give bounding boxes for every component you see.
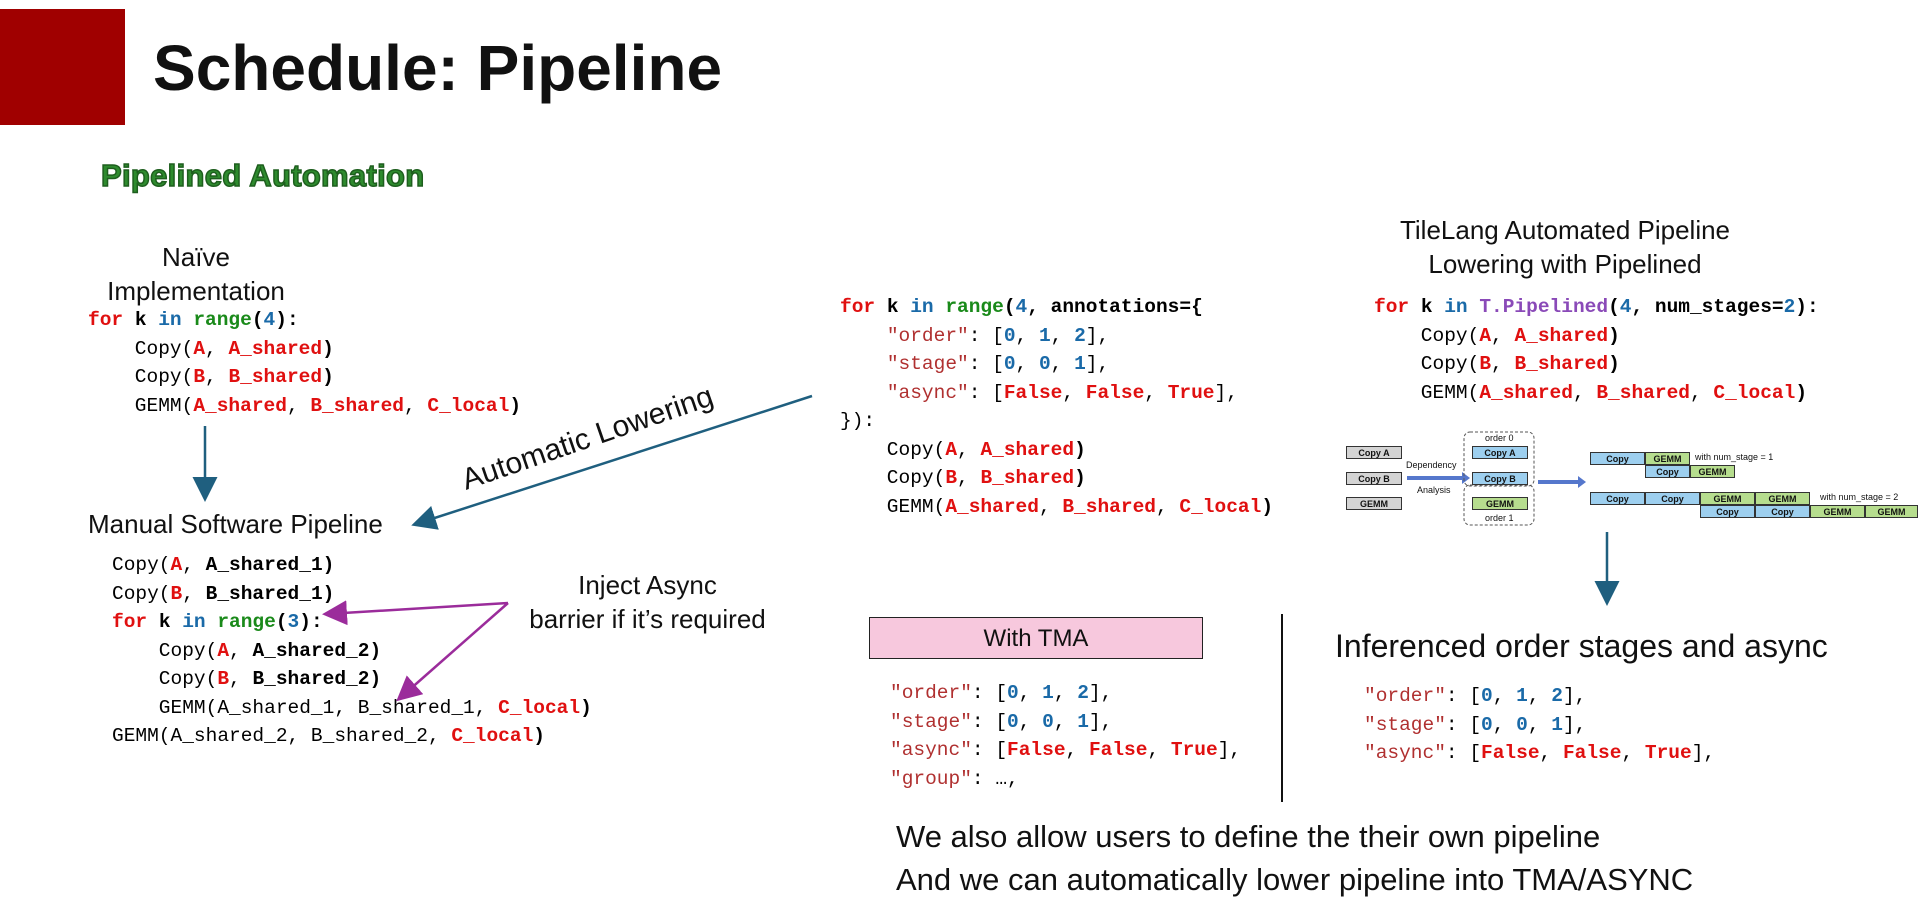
diag-arrows [1407, 431, 1586, 526]
diag-copy-b-mid: Copy B [1472, 472, 1528, 485]
tma-code: "order": [0, 1, 2], "stage": [0, 0, 1], … [890, 682, 1242, 790]
manual-code: Copy(A, A_shared_1) Copy(B, B_shared_1) … [112, 554, 592, 747]
diag-s2-gemm1: GEMM [1700, 492, 1755, 505]
tilelang-caption-line2: Lowering with Pipelined [1428, 249, 1702, 279]
diag-order0: order 0 [1485, 433, 1514, 443]
inferenced-caption: Inferenced order stages and async [1335, 628, 1828, 664]
diag-copy-b-left: Copy B [1346, 472, 1402, 485]
diag-s1-gemm2: GEMM [1690, 465, 1735, 478]
tilelang-caption-line1: TileLang Automated Pipeline [1399, 215, 1731, 245]
diag-analysis: Analysis [1417, 485, 1451, 495]
inject-line1: Inject Async [578, 570, 717, 600]
diag-s1-copy1: Copy [1590, 452, 1645, 465]
automatic-lowering-arrow [411, 394, 813, 530]
diag-s2-copy1: Copy [1590, 492, 1645, 505]
diag-dependency: Dependency [1406, 460, 1457, 470]
diag-copy-a-left: Copy A [1346, 446, 1402, 459]
diag-with-stage2: with num_stage = 2 [1820, 492, 1899, 502]
diag-with-stage1: with num_stage = 1 [1695, 452, 1774, 462]
diag-s2-gemm3: GEMM [1810, 505, 1865, 518]
manual-caption: Manual Software Pipeline [88, 509, 383, 539]
diag-s1-copy2: Copy [1645, 465, 1690, 478]
diag-s1-gemm1: GEMM [1645, 452, 1690, 465]
diag-gemm-left: GEMM [1346, 497, 1402, 510]
inferenced-code: "order": [0, 1, 2], "stage": [0, 0, 1], … [1364, 685, 1716, 764]
inject-async-caption: Inject Async barrier if it’s required [520, 568, 775, 636]
annotated-code: for k in range(4, annotations={ "order":… [840, 296, 1274, 518]
tilelang-code: for k in T.Pipelined(4, num_stages=2): C… [1374, 296, 1819, 404]
naive-caption: Naïve Implementation [96, 240, 296, 308]
diag-copy-a-mid: Copy A [1472, 446, 1528, 459]
bottom-line1: We also allow users to define the their … [896, 819, 1601, 854]
naive-code: for k in range(4): Copy(A, A_shared) Cop… [88, 309, 522, 417]
diag-s2-copy2: Copy [1645, 492, 1700, 505]
inject-arrow-2 [396, 602, 509, 702]
bottom-line2: And we can automatically lower pipeline … [896, 862, 1694, 897]
inject-line2: barrier if it’s required [529, 604, 766, 634]
inject-arrow-1 [322, 600, 509, 626]
brand-block [0, 9, 125, 125]
naive-caption-line2: Implementation [107, 276, 285, 306]
diag-s2-gemm2: GEMM [1755, 492, 1810, 505]
naive-caption-line1: Naïve [162, 242, 230, 272]
tilelang-caption: TileLang Automated Pipeline Lowering wit… [1360, 213, 1770, 281]
section-subtitle: Pipelined Automation [100, 157, 425, 194]
diag-s2-copy4: Copy [1755, 505, 1810, 518]
bottom-text: We also allow users to define the their … [896, 815, 1693, 901]
diag-s2-copy3: Copy [1700, 505, 1755, 518]
vertical-divider [1281, 614, 1283, 802]
page-title: Schedule: Pipeline [153, 32, 723, 104]
with-tma-box: With TMA [869, 617, 1203, 659]
diag-order1: order 1 [1485, 513, 1514, 523]
diag-s2-gemm4: GEMM [1865, 505, 1918, 518]
pipeline-diagram: Copy A Copy B GEMM Dependency Analysis o… [1340, 430, 1920, 530]
diag-gemm-mid: GEMM [1472, 497, 1528, 510]
